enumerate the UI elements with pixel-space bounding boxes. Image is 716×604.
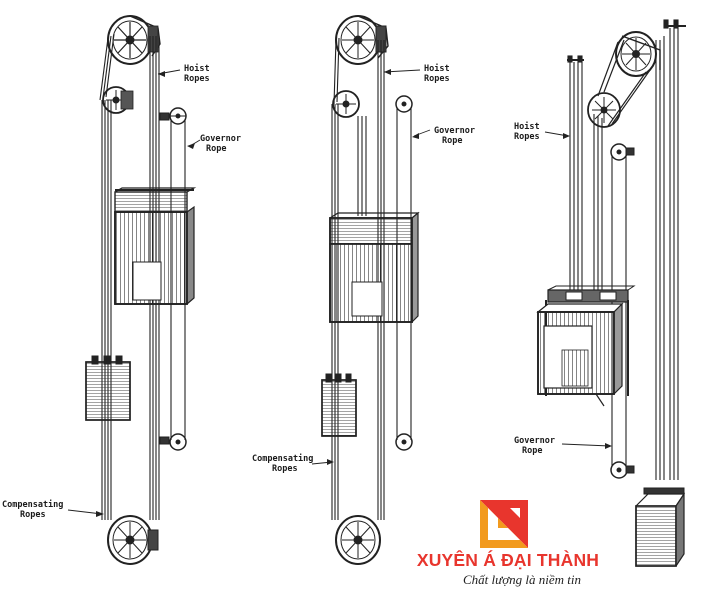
label-hoist-ropes-2: Hoist Ropes — [424, 64, 450, 84]
label-governor-rope-2: Governor Rope — [434, 126, 475, 146]
label-line: Hoist — [184, 64, 210, 74]
elevator-car-2 — [329, 211, 420, 323]
label-line: Rope — [442, 136, 463, 146]
label-governor-rope-1: Governor Rope — [200, 134, 241, 154]
label-compensating-ropes-1: Compensating Ropes — [2, 500, 63, 520]
elevator-2 — [311, 15, 431, 565]
label-line: Compensating — [252, 454, 314, 464]
compensating-sheave-2 — [335, 515, 381, 565]
compensating-sheave-1 — [107, 515, 159, 565]
elevator-car-3 — [536, 302, 624, 407]
label-line: Ropes — [514, 132, 540, 142]
deflector-sheave-2 — [332, 90, 360, 118]
elevator-1 — [67, 15, 201, 565]
hoist-ropes-3 — [567, 19, 686, 480]
label-line: Governor — [200, 134, 241, 144]
label-line: Ropes — [20, 510, 46, 520]
label-line: Ropes — [272, 464, 298, 474]
elevator-car-1 — [114, 187, 197, 305]
counterweight-1 — [85, 355, 131, 421]
label-line: Governor — [434, 126, 475, 136]
label-governor-rope-3: Governor Rope — [514, 436, 555, 456]
elevator-3 — [536, 19, 686, 567]
brand-logo: XUYÊN Á ĐẠI THÀNH Chất lượng là niềm tin — [417, 500, 694, 590]
traction-sheave-2 — [335, 15, 389, 65]
brand-tagline: Chất lượng là niềm tin — [462, 572, 582, 587]
label-line: Hoist — [424, 64, 450, 74]
label-line: Ropes — [424, 74, 450, 84]
label-line: Rope — [522, 446, 543, 456]
brand-name: XUYÊN Á ĐẠI THÀNH — [416, 550, 600, 570]
brand-mark-icon — [480, 500, 528, 548]
label-line: Ropes — [184, 74, 210, 84]
counterweight-3 — [635, 487, 686, 567]
secondary-sheave-3 — [587, 39, 651, 128]
label-hoist-ropes-1: Hoist Ropes — [184, 64, 210, 84]
traction-sheave-1 — [107, 15, 161, 65]
counterweight-2 — [321, 373, 357, 437]
label-line: Governor — [514, 436, 555, 446]
label-compensating-ropes-2: Compensating Ropes — [252, 454, 313, 474]
label-hoist-ropes-3: Hoist Ropes — [514, 122, 540, 142]
traction-sheave-3 — [615, 31, 661, 77]
label-line: Compensating — [2, 500, 64, 510]
label-line: Hoist — [514, 122, 540, 132]
deflector-sheave-1 — [102, 86, 134, 114]
label-line: Rope — [206, 144, 227, 154]
